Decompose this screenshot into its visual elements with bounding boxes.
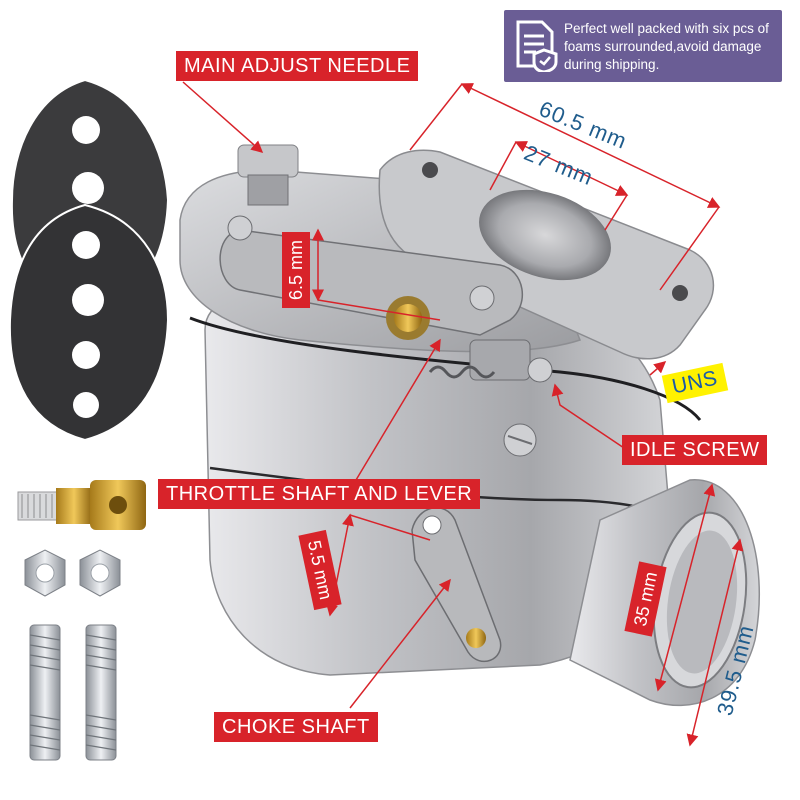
idle-screw-label: IDLE SCREW <box>622 435 768 465</box>
callout-lines <box>182 81 667 709</box>
throttle-shaft-label: THROTTLE SHAFT AND LEVER <box>158 479 481 509</box>
fuel-inlet-fitting <box>17 480 146 530</box>
gasket-front <box>8 203 170 442</box>
dimension-lines <box>312 83 744 747</box>
threaded-studs <box>29 624 117 761</box>
carburetor-body <box>179 144 761 707</box>
idle-screw <box>428 339 553 383</box>
choke-lever <box>411 506 502 663</box>
gasket-set <box>8 78 170 442</box>
throttle-lever-dimension: 6.5 mm <box>282 231 311 309</box>
main-adjust-needle-label: MAIN ADJUST NEEDLE <box>176 51 419 81</box>
document-shield-icon <box>516 20 558 72</box>
shipping-notice: Perfect well packed with six pcs of foam… <box>504 10 782 82</box>
shipping-notice-text: Perfect well packed with six pcs of foam… <box>564 21 769 72</box>
hex-nuts <box>24 549 121 597</box>
choke-shaft-label: CHOKE SHAFT <box>214 712 378 742</box>
